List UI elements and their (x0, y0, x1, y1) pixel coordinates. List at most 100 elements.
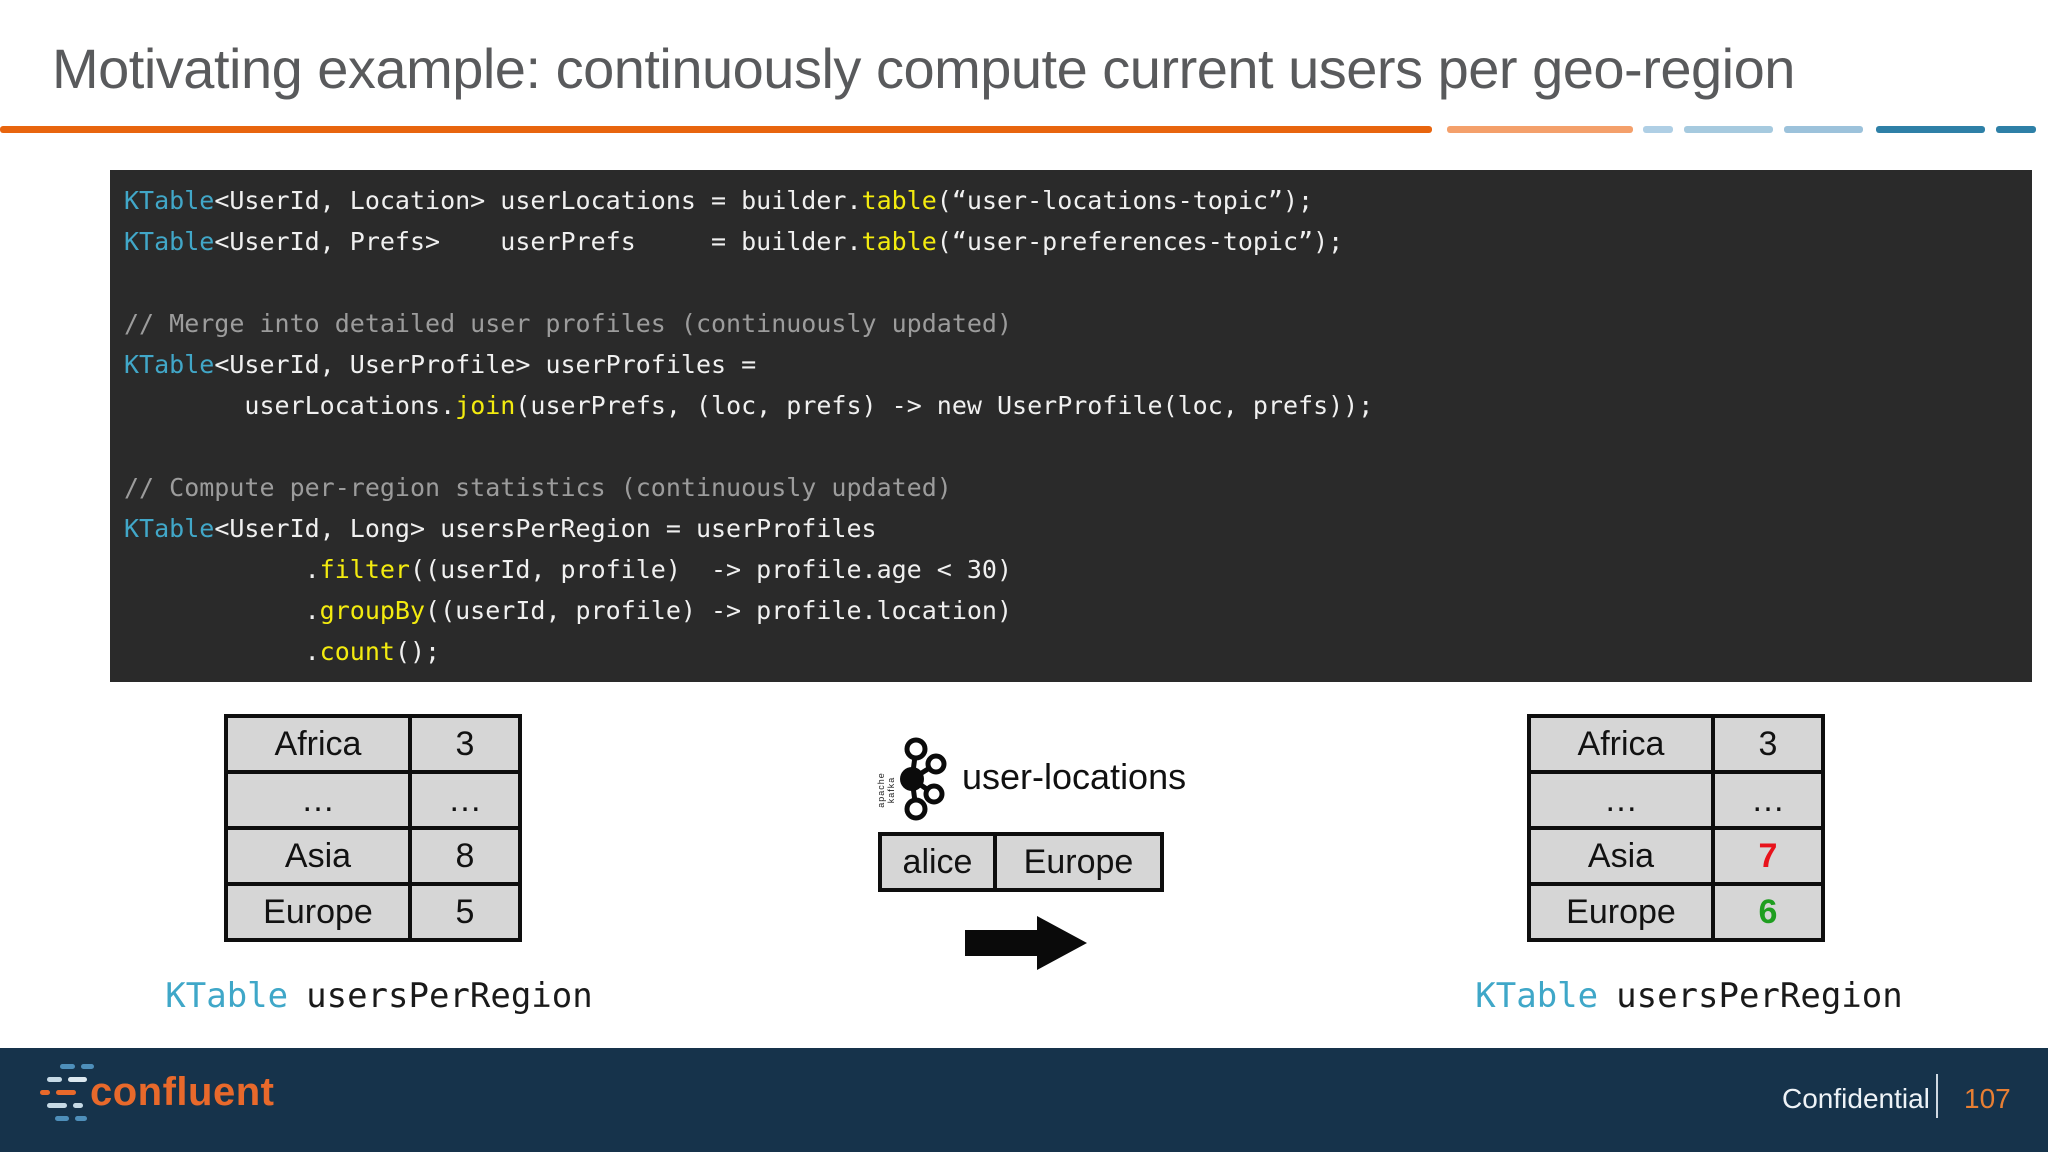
logo-dash (68, 1077, 87, 1082)
count-cell: … (408, 770, 522, 830)
code-token: (“user-preferences-topic”); (936, 227, 1344, 256)
slide-title: Motivating example: continuously compute… (52, 37, 1795, 100)
code-token: groupBy (319, 596, 426, 625)
logo-dash (73, 1103, 83, 1108)
kafka-logo-icon (900, 737, 947, 821)
caption-table-name: usersPerRegion (1616, 976, 1903, 1016)
code-line-9: KTable<UserId, Long> usersPerRegion = us… (124, 508, 2032, 549)
code-line-3 (124, 262, 2032, 303)
code-line-7 (124, 426, 2032, 467)
count-cell: 8 (408, 826, 522, 886)
code-line-1: KTable<UserId, Location> userLocations =… (124, 180, 2032, 221)
code-token: userLocations. (124, 391, 456, 420)
logo-dash (47, 1103, 67, 1108)
logo-dash-row (55, 1116, 100, 1121)
caption-keyword: KTable (1475, 976, 1599, 1016)
record-key-cell: alice (878, 832, 997, 892)
logo-dash-row (47, 1077, 100, 1082)
region-cell: Europe (1527, 882, 1715, 942)
logo-dash (60, 1064, 75, 1069)
count-cell: 3 (408, 714, 522, 774)
code-token: (); (394, 637, 441, 666)
code-token: // Merge into detailed user profiles (co… (124, 309, 1013, 338)
logo-dash-row (47, 1103, 100, 1108)
code-line-4: // Merge into detailed user profiles (co… (124, 303, 2032, 344)
incoming-record: alice Europe (878, 832, 1164, 892)
code-line-6: userLocations.join(userPrefs, (loc, pref… (124, 385, 2032, 426)
caption-table-name: usersPerRegion (306, 976, 593, 1016)
region-cell: … (1527, 770, 1715, 830)
code-token: <UserId, Location> userLocations = build… (214, 186, 862, 215)
logo-dash-row (60, 1064, 100, 1069)
divider-segment (0, 126, 1432, 133)
code-token: // Compute per-region statistics (contin… (124, 473, 952, 502)
title-divider (0, 126, 2036, 133)
footer-bar: confluent (0, 1048, 2048, 1152)
logo-dash (81, 1064, 94, 1069)
code-token: KTable (124, 227, 215, 256)
count-cell: 6 (1711, 882, 1825, 942)
region-cell: Europe (224, 882, 412, 942)
region-cell: Africa (224, 714, 412, 774)
divider-segment (1784, 126, 1863, 133)
apache-kafka-vertical-text: apache kafka (876, 772, 896, 808)
divider-segment (1996, 126, 2036, 133)
topic-name-label: user-locations (962, 756, 1187, 797)
region-cell: Asia (1527, 826, 1715, 886)
code-token: table (861, 186, 937, 215)
code-line-10: .filter((userId, profile) -> profile.age… (124, 549, 2032, 590)
region-cell: Asia (224, 826, 412, 886)
caption-keyword: KTable (165, 976, 289, 1016)
divider-segment (1684, 126, 1773, 133)
count-cell: 3 (1711, 714, 1825, 774)
code-token: . (124, 596, 320, 625)
record-value-cell: Europe (993, 832, 1164, 892)
before-table-caption: KTable usersPerRegion (144, 976, 614, 1016)
code-token: KTable (124, 514, 215, 543)
code-line-2: KTable<UserId, Prefs> userPrefs = builde… (124, 221, 2032, 262)
code-line-8: // Compute per-region statistics (contin… (124, 467, 2032, 508)
code-token: table (861, 227, 937, 256)
code-token: (userPrefs, (loc, prefs) -> new UserProf… (515, 391, 1374, 420)
table-row: …… (1527, 770, 1825, 830)
logo-dash-row (40, 1090, 100, 1095)
count-cell: 5 (408, 882, 522, 942)
count-cell: 7 (1711, 826, 1825, 886)
code-block: KTable<UserId, Location> userLocations =… (110, 170, 2032, 682)
divider-segment (1876, 126, 1985, 133)
page-number: 107 (1964, 1083, 2011, 1114)
code-token: KTable (124, 186, 215, 215)
code-token: . (124, 555, 320, 584)
code-token: KTable (124, 350, 215, 379)
logo-dash (40, 1090, 50, 1095)
code-token: ((userId, profile) -> profile.age < 30) (409, 555, 1013, 584)
code-token: count (319, 637, 395, 666)
code-token: ((userId, profile) -> profile.location) (425, 596, 1013, 625)
logo-dash (56, 1090, 76, 1095)
confluent-wordmark: confluent (90, 1070, 275, 1114)
count-cell: … (1711, 770, 1825, 830)
footer-separator (1936, 1074, 1938, 1118)
code-token: <UserId, Long> usersPerRegion = userProf… (214, 514, 877, 543)
after-table-caption: KTable usersPerRegion (1454, 976, 1924, 1016)
divider-segment (1643, 126, 1673, 133)
code-token: join (455, 391, 516, 420)
code-line-12: .count(); (124, 631, 2032, 672)
divider-segment (1447, 126, 1633, 133)
confluent-logo-icon (40, 1064, 100, 1136)
confidential-label: Confidential (1782, 1083, 1930, 1114)
code-token: <UserId, Prefs> userPrefs = builder. (214, 227, 862, 256)
code-token: filter (319, 555, 410, 584)
region-cell: Africa (1527, 714, 1715, 774)
code-line-5: KTable<UserId, UserProfile> userProfiles… (124, 344, 2032, 385)
code-token: <UserId, UserProfile> userProfiles = (214, 350, 757, 379)
